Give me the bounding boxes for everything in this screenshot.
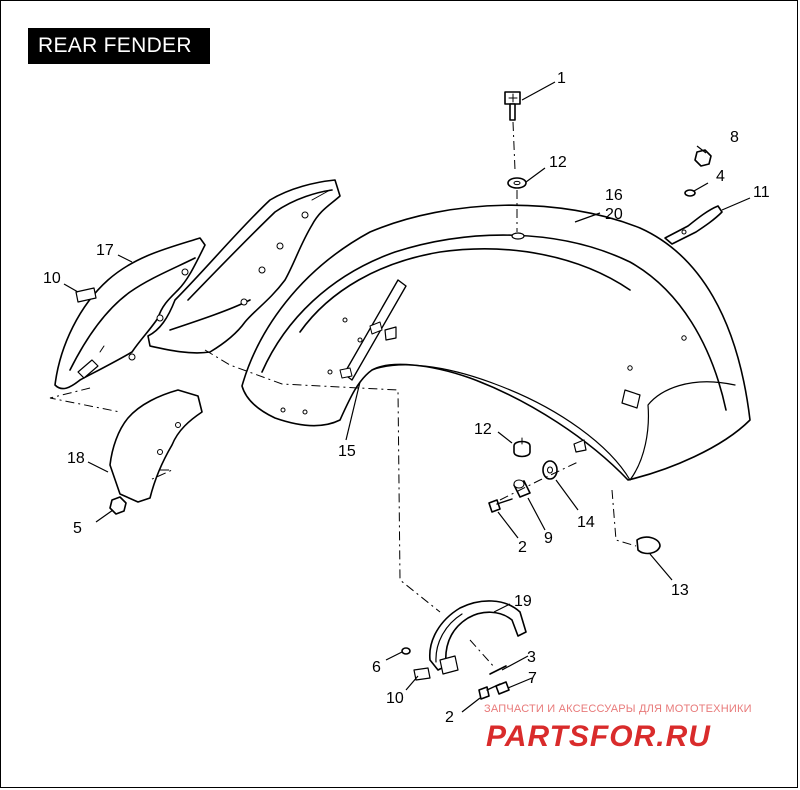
callout-1: 1 <box>557 70 566 87</box>
mounting-plate <box>109 389 203 503</box>
alignment-lines <box>49 121 637 669</box>
clip-10-bottom <box>413 667 431 681</box>
lower-strap <box>429 600 527 675</box>
callout-15: 15 <box>338 443 356 460</box>
spacer-7 <box>495 681 510 695</box>
callout-20: 20 <box>605 206 623 223</box>
callout-2-bottom: 2 <box>445 709 454 726</box>
watermark-caption: ЗАПЧАСТИ И АКСЕССУАРЫ ДЛЯ МОТОТЕХНИКИ <box>484 703 752 715</box>
callout-8: 8 <box>730 129 739 146</box>
callout-3: 3 <box>527 649 536 666</box>
leader-lines <box>63 81 751 713</box>
screw-2-mid <box>488 498 513 513</box>
watermark: ЗАПЧАСТИ И АКСЕССУАРЫ ДЛЯ МОТОТЕХНИКИ PA… <box>484 703 752 753</box>
callout-17: 17 <box>96 242 114 259</box>
callout-10-bottom: 10 <box>386 690 404 707</box>
callout-12-top: 12 <box>549 154 567 171</box>
clip-12-top <box>507 177 527 189</box>
watermark-logo: PARTSFOR.RU <box>486 720 711 753</box>
washer-14 <box>542 460 558 480</box>
callout-labels: 1 12 16 20 8 4 11 17 10 15 12 18 14 9 2 … <box>43 70 770 726</box>
callout-7: 7 <box>528 670 537 687</box>
rear-fender <box>241 204 751 481</box>
screw-1 <box>504 91 521 121</box>
callout-18: 18 <box>67 450 85 467</box>
callout-13: 13 <box>671 582 689 599</box>
fender-support <box>147 179 341 354</box>
side-cover <box>54 237 206 390</box>
bracket-11 <box>664 205 723 245</box>
callout-4: 4 <box>716 168 725 185</box>
callout-12-mid: 12 <box>474 421 492 438</box>
fender-strip <box>339 279 407 381</box>
callout-14: 14 <box>577 514 595 531</box>
nut-8 <box>694 149 712 167</box>
washer-4 <box>684 189 696 197</box>
nut-5 <box>109 496 127 515</box>
washer-6 <box>401 647 411 655</box>
callout-10-left: 10 <box>43 270 61 287</box>
callout-19: 19 <box>514 593 532 610</box>
callout-6: 6 <box>372 659 381 676</box>
nut-12-mid <box>513 437 531 458</box>
callout-11: 11 <box>753 184 770 201</box>
callout-9: 9 <box>544 530 553 547</box>
stud-3 <box>489 665 507 675</box>
clip-10-left <box>75 287 97 303</box>
callout-16: 16 <box>605 187 623 204</box>
callout-2-mid: 2 <box>518 539 527 556</box>
diagram-title: REAR FENDER <box>28 28 210 64</box>
callout-5: 5 <box>73 520 82 537</box>
nut-13 <box>636 536 661 555</box>
